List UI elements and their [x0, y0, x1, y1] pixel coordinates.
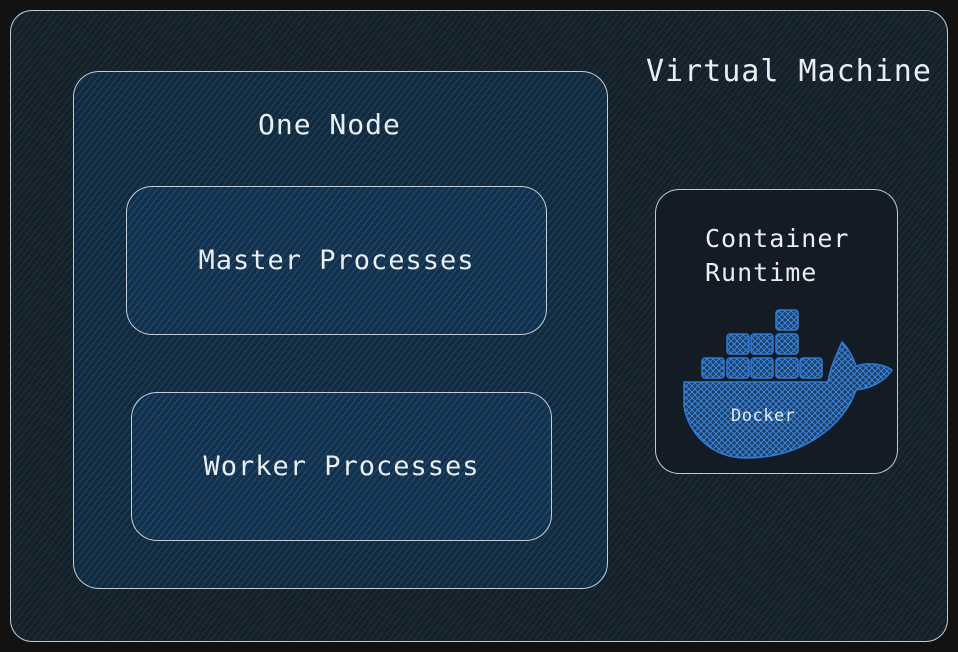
virtual-machine-label: Virtual Machine — [646, 54, 932, 89]
docker-label: Docker — [731, 406, 796, 426]
worker-processes-box[interactable]: Worker Processes — [131, 392, 552, 541]
worker-processes-label: Worker Processes — [203, 451, 480, 482]
node-label: One Node — [258, 108, 401, 141]
container-runtime-label-line2: Runtime — [705, 258, 818, 287]
docker-whale-icon — [683, 309, 894, 459]
container-runtime-label-line1: Container — [705, 224, 850, 253]
master-processes-label: Master Processes — [198, 245, 475, 276]
master-processes-box[interactable]: Master Processes — [126, 186, 547, 335]
